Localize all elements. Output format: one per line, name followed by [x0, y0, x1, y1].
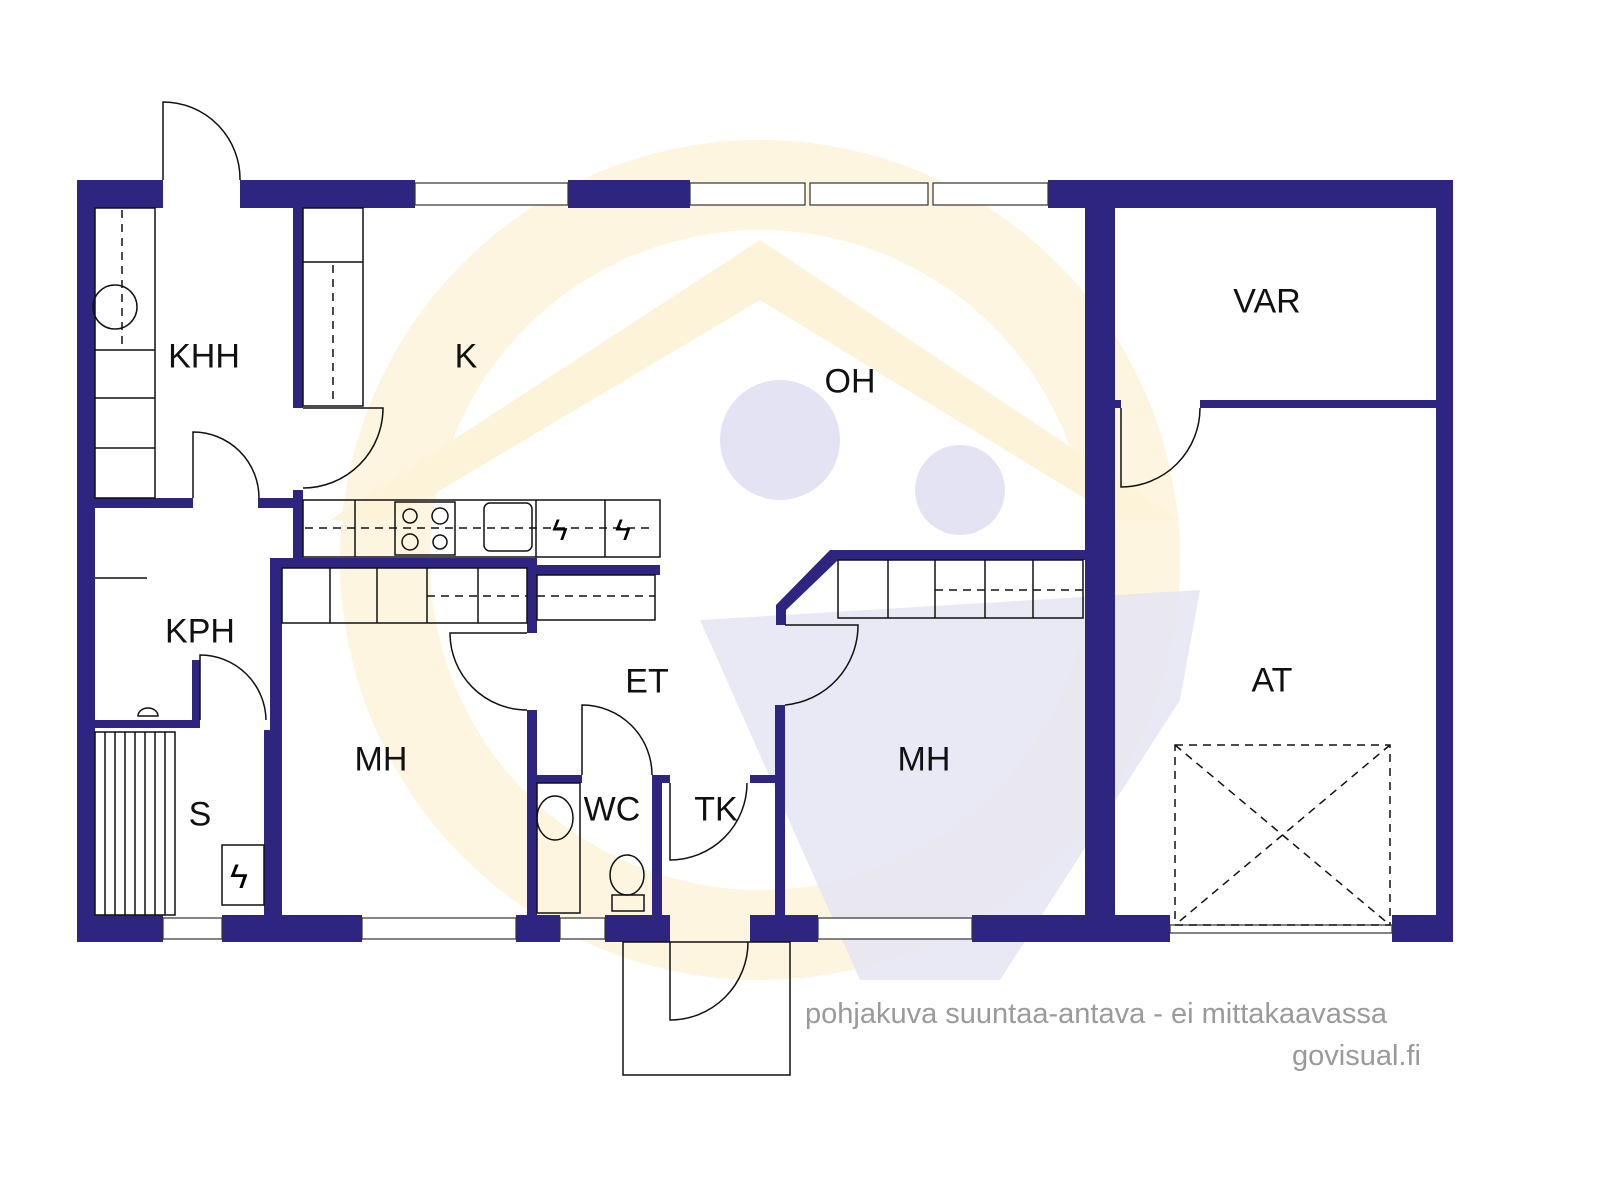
electric-icon: ϟ [615, 514, 631, 547]
room-label-closet: TK [694, 790, 738, 829]
shower-icon [137, 707, 159, 717]
fixtures: ϟ ϟ ϟ [92, 207, 1391, 926]
sauna-stove [221, 844, 265, 906]
electric-icon: ϟ [230, 858, 248, 896]
wc-sink-icon [536, 795, 574, 841]
room-label-bathroom: KPH [165, 612, 235, 651]
sink-icon [92, 284, 138, 330]
room-label-bedroom-2: MH [897, 740, 951, 779]
electric-icon: ϟ [552, 514, 568, 547]
room-label-bedroom-1: MH [354, 740, 408, 779]
doors [162, 101, 1201, 1076]
room-label-kitchen: K [454, 337, 478, 376]
walls [77, 180, 1453, 942]
watermark-logo [330, 140, 1200, 980]
room-label-storage: VAR [1233, 282, 1301, 321]
windows [162, 182, 1393, 940]
room-label-khh: KHH [168, 337, 240, 376]
kitchen-sink-icon [483, 502, 533, 552]
disclaimer-text: pohjakuva suuntaa-antava - ei mittakaava… [805, 998, 1387, 1030]
brand-text: govisual.fi [1292, 1040, 1421, 1072]
room-label-living-room: OH [824, 362, 876, 401]
room-label-entrance: ET [625, 662, 669, 701]
room-label-wc: WC [583, 790, 641, 829]
room-label-garage: AT [1251, 661, 1293, 700]
room-label-sauna: S [188, 795, 212, 834]
